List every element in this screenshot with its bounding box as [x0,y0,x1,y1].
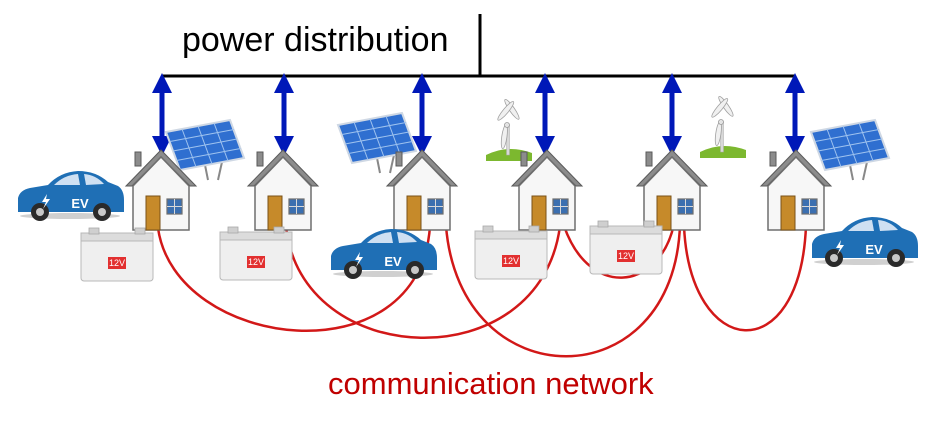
battery-label: 12V [248,257,264,267]
house-6 [760,149,832,231]
communication-network-label: communication network [328,366,654,401]
solar-panel-3 [810,119,890,181]
ev-label: EV [865,242,883,257]
battery-label: 12V [618,251,634,261]
battery-label: 12V [109,258,125,268]
ev-label: EV [384,254,402,269]
battery-label: 12V [503,256,519,266]
solar-panel-2 [337,112,417,174]
house-4 [511,149,583,231]
battery-4: 12V [589,220,663,275]
ev-car-3: EV [812,217,918,267]
ev-car-1: EV [18,171,124,221]
house-3 [386,149,458,231]
house-2 [247,149,319,231]
network-link-5 [682,225,808,332]
battery-2: 12V [219,226,293,281]
ev-label: EV [71,196,89,211]
battery-1: 12V [80,227,154,282]
network-link-2 [284,225,562,339]
network-link-1 [156,225,432,333]
power-distribution-label: power distribution [182,21,448,59]
network-link-4 [562,223,676,279]
wind-turbine-2 [699,94,747,159]
battery-3: 12V [474,225,548,280]
network-link-3 [444,223,682,358]
ev-car-2: EV [331,229,437,279]
house-5 [636,149,708,231]
communication-network [156,223,808,358]
